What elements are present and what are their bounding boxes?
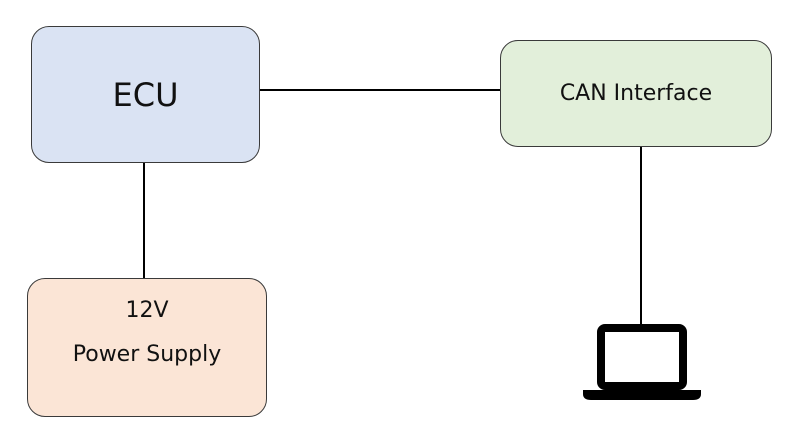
can-interface-node: CAN Interface <box>500 40 772 147</box>
laptop-base <box>583 390 701 400</box>
laptop-screen <box>597 324 687 390</box>
ecu-label: ECU <box>112 75 179 114</box>
power-supply-node: 12V Power Supply <box>27 278 267 417</box>
ecu-node: ECU <box>31 26 260 163</box>
laptop-icon <box>583 324 701 400</box>
can-interface-label: CAN Interface <box>559 81 713 106</box>
power-supply-label: Power Supply <box>72 342 222 367</box>
power-supply-voltage-label: 12V <box>125 298 169 323</box>
